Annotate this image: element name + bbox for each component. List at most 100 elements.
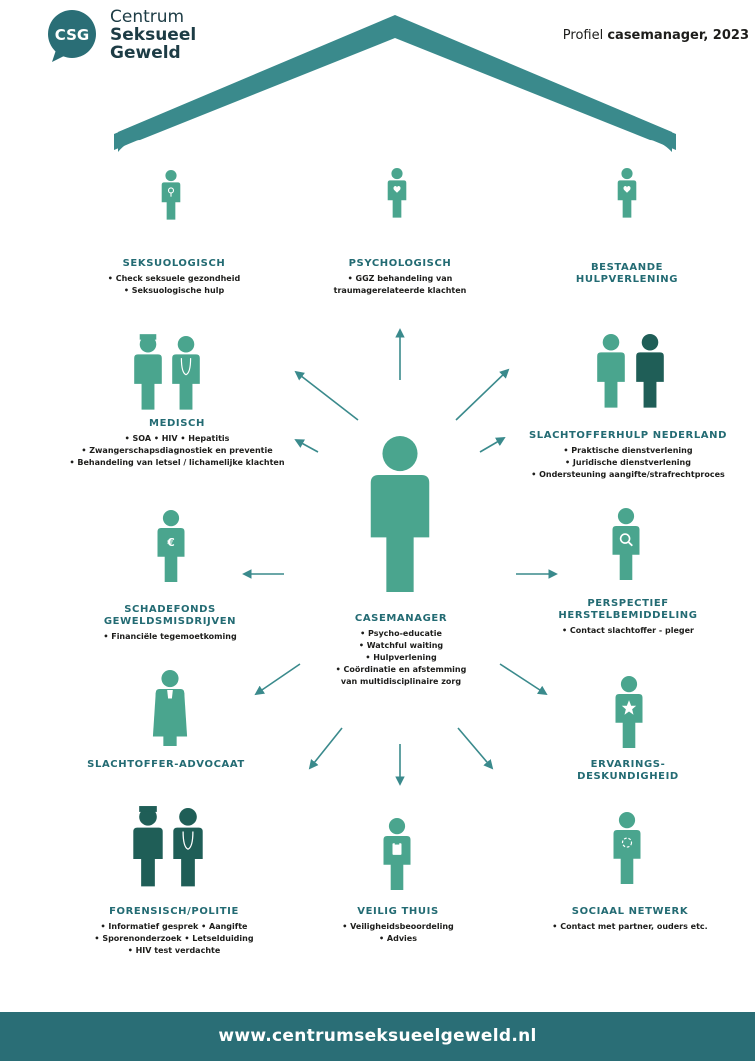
node-title-line: HERSTELBEMIDDELING — [558, 610, 698, 621]
node-items: • Financiële tegemoetkoming — [103, 631, 236, 643]
seksuologisch-figure-body — [161, 182, 181, 220]
node-ervarings: ERVARINGS-DESKUNDIGHEID — [577, 759, 679, 783]
node-title-line: SLACHTOFFERHULP NEDERLAND — [528, 430, 728, 441]
brand-name: Centrum Seksueel Geweld — [110, 8, 196, 62]
ervarings-figure — [615, 676, 643, 748]
node-title-line: CASEMANAGER — [354, 613, 448, 624]
node-items: • SOA • HIV • Hepatitis• Zwangerschapsdi… — [69, 433, 284, 469]
heart-icon — [623, 185, 631, 193]
node-item: • Behandeling van letsel / lichamelijke … — [69, 458, 285, 467]
footer-bar: www.centrumseksueelgeweld.nl — [0, 1012, 755, 1061]
arrow-to-forensisch — [308, 727, 343, 770]
node-items: • Informatief gesprek • Aangifte• Sporen… — [94, 921, 253, 957]
node-title: VEILIG THUIS — [342, 906, 454, 918]
arrow-to-seksuologisch — [294, 370, 359, 421]
node-item: • GGZ behandeling van — [347, 274, 453, 283]
psychologisch-figure — [387, 168, 407, 218]
footer-url[interactable]: www.centrumseksueelgeweld.nl — [218, 1026, 537, 1046]
slachtofferhulp-figure-right-body — [636, 352, 664, 408]
magnifier-icon — [619, 533, 631, 544]
node-item: • Psycho-educatie — [360, 629, 442, 638]
forensisch-doctor-figure-head — [179, 808, 197, 826]
node-psychologisch: PSYCHOLOGISCH • GGZ behandeling van trauma… — [334, 258, 467, 297]
arrow-to-bestaande — [455, 368, 510, 421]
node-title-line: ERVARINGS- — [590, 759, 666, 770]
forensisch-doctor-figure-body — [173, 827, 203, 887]
arrow-to-sociaal — [457, 727, 494, 770]
slachtofferhulp-figure-right — [636, 334, 664, 408]
schadefonds-figure: € — [157, 510, 185, 582]
node-title: SLACHTOFFERHULP NEDERLAND — [529, 430, 727, 442]
node-item: • Contact met partner, ouders etc. — [552, 922, 708, 931]
brand-name-line1: Centrum — [110, 7, 185, 27]
node-item: • HIV test verdachte — [127, 946, 221, 955]
node-title-line: BESTAANDE — [590, 262, 664, 273]
node-title-line: MEDISCH — [149, 418, 205, 429]
node-title: ERVARINGS-DESKUNDIGHEID — [577, 759, 679, 783]
slachtofferhulp-figure-right-head — [641, 334, 659, 351]
node-item: • Seksuologische hulp — [123, 286, 225, 295]
perspectief-figure — [612, 508, 640, 580]
medisch-nurse-figure-head — [139, 336, 157, 353]
node-title-line: FORENSISCH/POLITIE — [109, 906, 239, 917]
logo-tail — [52, 50, 66, 62]
arrow-to-advocaat — [254, 663, 301, 696]
node-title: SEKSUOLOGISCH — [108, 258, 240, 270]
star-icon — [621, 700, 637, 715]
node-item: • Hulpverlening — [365, 653, 437, 662]
stethoscope-icon — [182, 831, 194, 850]
node-items: • Veiligheidsbeoordeling• Advies — [342, 921, 454, 945]
logo-badge-text: CSG — [55, 26, 89, 44]
node-item: • Sporenonderzoek • Letselduiding — [94, 934, 254, 943]
node-item: • Contact slachtoffer - pleger — [562, 626, 694, 635]
casemanager-figure — [370, 436, 430, 592]
node-items: • Contact slachtoffer - pleger — [558, 625, 697, 637]
veilig-figure — [383, 818, 411, 890]
ervarings-figure-head — [620, 676, 638, 693]
node-item: • SOA • HIV • Hepatitis — [124, 434, 230, 443]
advocaat-figure-head — [161, 670, 179, 688]
sociaal-figure-head — [618, 812, 636, 829]
seksuologisch-figure-head — [165, 170, 177, 182]
node-sociaal: SOCIAAL NETWERK • Contact met partner, ou… — [552, 906, 707, 933]
euro-icon: € — [166, 536, 175, 549]
node-title-line: VEILIG THUIS — [357, 906, 439, 917]
node-items: • Check seksuele gezondheid• Seksuologis… — [108, 273, 240, 297]
node-medisch: MEDISCH • SOA • HIV • Hepatitis• Zwangers… — [69, 418, 284, 469]
perspectief-figure-body — [612, 526, 640, 580]
profile-prefix: Profiel — [562, 28, 604, 43]
node-title-line: SEKSUOLOGISCH — [122, 258, 226, 269]
node-casemanager: CASEMANAGER • Psycho-educatie• Watchful w… — [336, 613, 467, 688]
cap-icon — [139, 334, 157, 340]
node-seksuologisch: SEKSUOLOGISCH • Check seksuele gezondheid… — [108, 258, 240, 297]
advocaat-figure — [152, 670, 188, 746]
slachtofferhulp-figure-left — [597, 334, 625, 408]
veilig-figure-body — [383, 836, 411, 890]
brand-name-line3: Geweld — [110, 43, 181, 63]
casemanager-figure-head — [382, 436, 418, 472]
arrow-to-slachtofferhulp — [479, 437, 506, 453]
sociaal-figure — [613, 812, 641, 884]
node-item: traumagerelateerde klachten — [333, 286, 467, 295]
bestaande-figure — [617, 168, 637, 218]
node-items: • Praktische dienstverlening• Juridische… — [529, 445, 727, 481]
lawyer-collar — [167, 689, 173, 699]
node-veilig: VEILIG THUIS • Veiligheidsbeoordeling• Ad… — [342, 906, 454, 945]
clipboard-icon-clip — [394, 841, 400, 845]
slachtofferhulp-figure-left-head — [602, 334, 620, 351]
node-items: • Contact met partner, ouders etc. — [552, 921, 707, 933]
brand-name-line2: Seksueel — [110, 25, 197, 45]
node-title-line: SOCIAAL NETWERK — [571, 906, 689, 917]
node-items: • Psycho-educatie• Watchful waiting• Hul… — [336, 628, 467, 688]
node-title-line: DESKUNDIGHEID — [577, 771, 679, 782]
node-title: PSYCHOLOGISCH — [334, 258, 467, 270]
lawyer-robe-icon — [152, 692, 188, 737]
clipboard-icon — [392, 843, 402, 855]
